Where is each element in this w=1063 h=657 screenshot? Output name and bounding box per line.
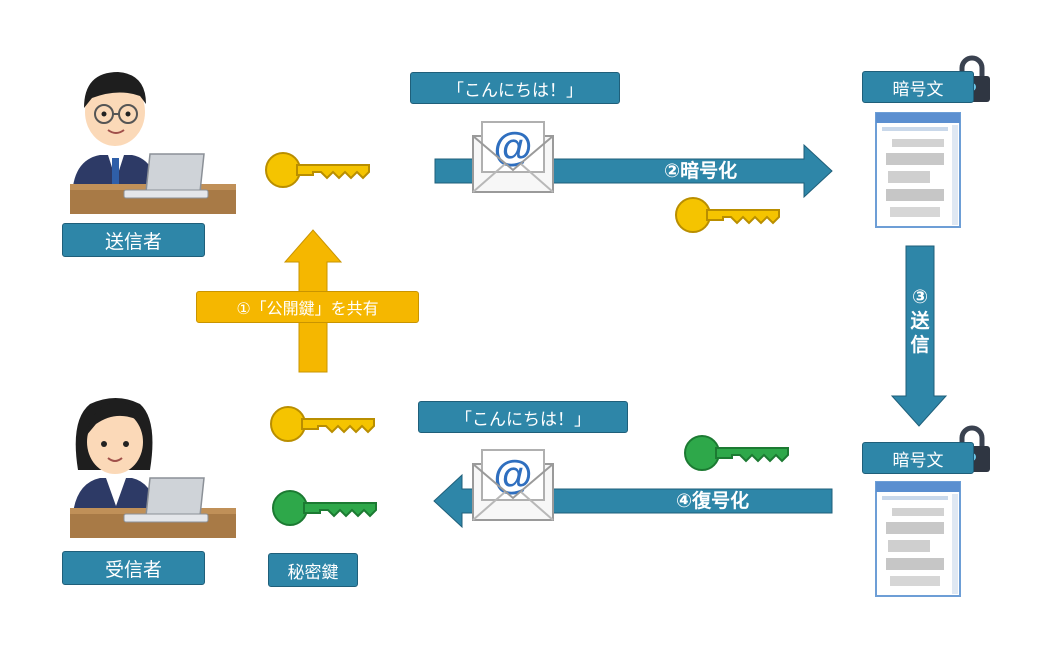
receiver-label: 受信者 [62,551,205,585]
private-key-label: 秘密鍵 [268,553,358,587]
green-key-icon [684,435,789,471]
encrypt-step-label: ②暗号化 [664,160,738,182]
decrypt-arrow [433,473,833,529]
ciphertext-label-bottom: 暗号文 [862,442,974,474]
sender-label: 送信者 [62,223,205,257]
green-key-icon [272,490,377,526]
send-step-label: ③ 送 信 [910,286,930,356]
email-envelope-icon [472,449,554,521]
yellow-key-icon [265,152,370,188]
ciphertext-document-icon [875,112,961,228]
send-arrow [890,245,948,427]
yellow-key-icon [675,197,780,233]
share-public-key-label: ①「公開鍵」を共有 [196,291,419,323]
ciphertext-label-top: 暗号文 [862,71,974,103]
message-label-bottom: 「こんにちは！」 [418,401,628,433]
email-envelope-icon [472,121,554,193]
receiver-illustration [70,398,236,538]
ciphertext-document-icon [875,481,961,597]
sender-illustration [70,72,236,214]
yellow-key-icon [270,406,375,442]
decrypt-step-label: ④復号化 [676,490,750,512]
message-label-top: 「こんにちは！」 [410,72,620,104]
